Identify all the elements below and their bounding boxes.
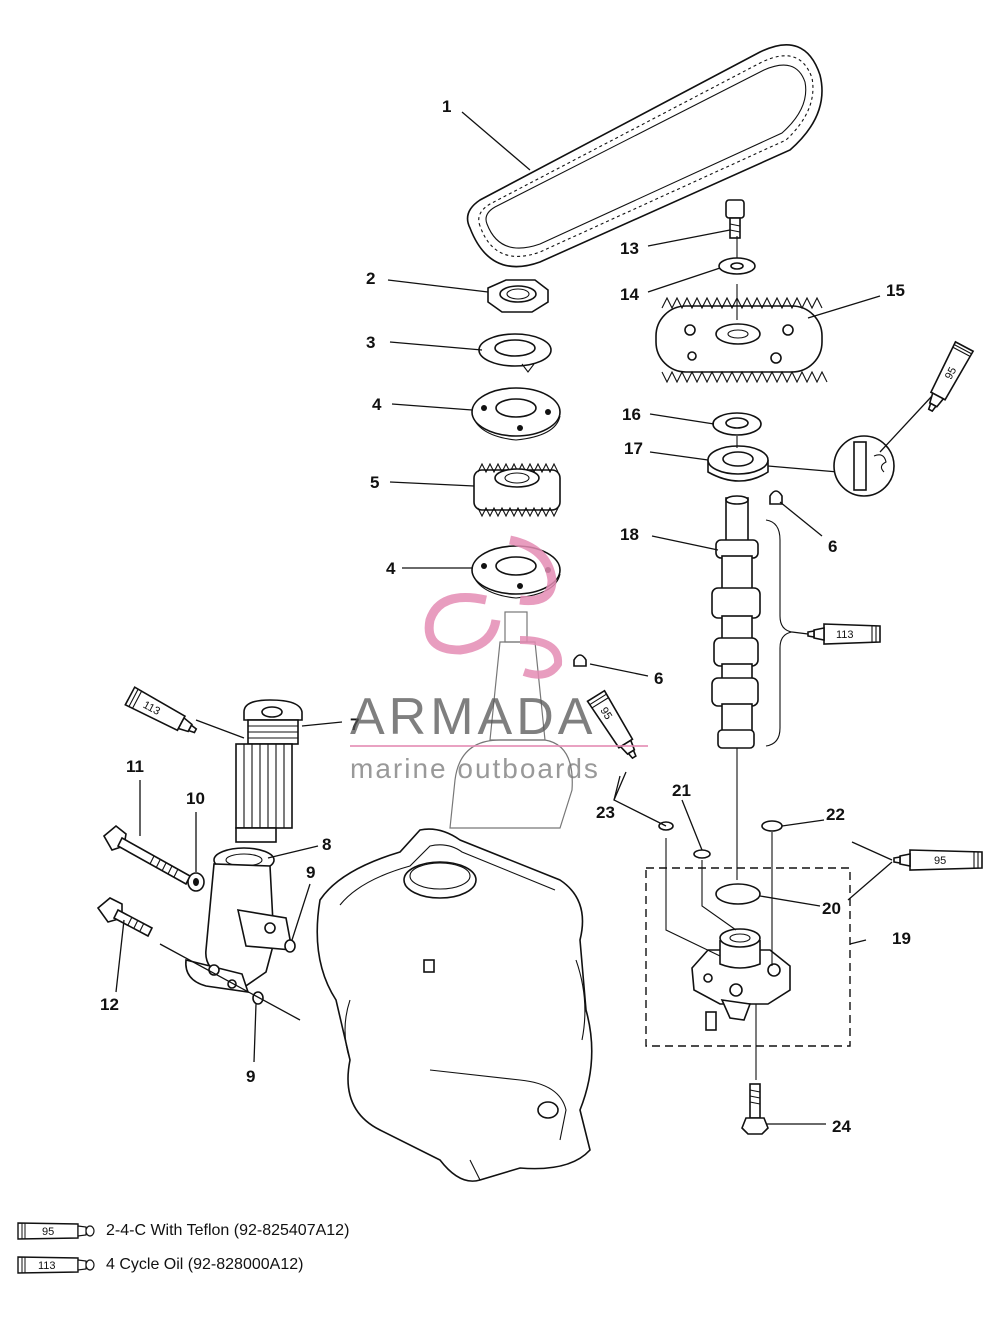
legend-tube-95-icon: 95 (17, 1222, 95, 1240)
lock-washer (478, 333, 552, 373)
lead-tube-95-right (847, 841, 893, 901)
o-ring-21 (693, 849, 711, 859)
sealant-legend: 95 2-4-C With Teflon (92-825407A12) 113 … (16, 1214, 516, 1282)
label-part-15: 15 (886, 281, 905, 300)
label-part-1: 1 (442, 97, 451, 116)
label-part-9-upper: 9 (306, 863, 315, 882)
label-part-2: 2 (366, 269, 375, 288)
label-part-20: 20 (822, 899, 841, 918)
oil-filter (235, 699, 303, 843)
label-part-23: 23 (596, 803, 615, 822)
legend-code-113: 113 (38, 1260, 56, 1272)
tube-95-mid-label: 95 (597, 705, 614, 722)
label-part-4-upper: 4 (372, 395, 382, 414)
armada-logo-mark (424, 535, 563, 679)
legend-tube-113-icon: 113 (17, 1256, 95, 1274)
oil-filter-adaptor (185, 847, 293, 993)
label-part-9-lower: 9 (246, 1067, 255, 1086)
tube-95-right-label: 95 (934, 855, 946, 867)
lead-tube-113-left (195, 719, 245, 739)
label-part-8: 8 (322, 835, 331, 854)
flywheel-nut (487, 279, 549, 313)
camshaft-thrust-washer (712, 412, 762, 436)
label-part-11: 11 (126, 757, 144, 776)
legend-code-95: 95 (42, 1226, 54, 1238)
camshaft-pulley (655, 296, 828, 384)
oil-pump-body (665, 832, 791, 1080)
label-part-17: 17 (624, 439, 643, 458)
label-part-14: 14 (620, 285, 639, 304)
o-ring-upper (284, 939, 296, 953)
tube-113-mid-label: 113 (836, 629, 854, 641)
crankcase-housing (316, 828, 593, 1182)
oil-pump-group-box (645, 867, 851, 1047)
label-part-21: 21 (672, 781, 691, 800)
filter-washer (187, 872, 205, 892)
label-part-12: 12 (100, 995, 119, 1014)
label-part-6-upper: 6 (828, 537, 837, 556)
filter-bolt-long (102, 824, 192, 886)
sealant-tube-95-right: 95 (893, 849, 983, 871)
camshaft-brace (765, 519, 793, 747)
label-part-24: 24 (832, 1117, 851, 1136)
watermark-tagline: marine outboards (350, 753, 600, 784)
label-part-4-lower: 4 (386, 559, 396, 578)
legend-row-113: 113 4 Cycle Oil (92-828000A12) (16, 1248, 516, 1282)
sealant-tube-95-top: 95 (927, 340, 975, 413)
label-part-7: 7 (350, 715, 359, 734)
label-part-22: 22 (826, 805, 845, 824)
sealant-tube-113-left: 113 (124, 686, 198, 734)
tube-95-top-label: 95 (943, 365, 959, 381)
camshaft-washer (718, 257, 756, 275)
label-part-6-lower: 6 (654, 669, 663, 688)
legend-text-113: 4 Cycle Oil (92-828000A12) (106, 1256, 304, 1273)
watermark-brand: ARMADA (350, 688, 596, 746)
label-part-5: 5 (370, 473, 379, 492)
filter-bolt-short (96, 897, 154, 938)
pulley-plate-upper (471, 387, 561, 441)
o-ring-22 (761, 820, 783, 832)
woodruff-key-lower (573, 654, 587, 667)
legend-row-95: 95 2-4-C With Teflon (92-825407A12) (16, 1214, 516, 1248)
part-labels: 1 2 3 4 5 4 6 13 14 15 16 17 6 18 7 8 9 … (100, 97, 911, 1136)
leader-lines (115, 111, 881, 1125)
seal-detail-callout (767, 435, 895, 497)
label-part-3: 3 (366, 333, 375, 352)
sealant-tube-95-mid: 95 (586, 689, 637, 760)
legend-text-95: 2-4-C With Teflon (92-825407A12) (106, 1222, 350, 1239)
oil-pump-o-ring (715, 883, 761, 905)
oil-pump-bolt (741, 1083, 769, 1135)
camshaft-oil-seal (707, 445, 769, 482)
armada-watermark: ARMADA marine outboards (350, 535, 648, 784)
label-part-18: 18 (620, 525, 639, 544)
o-ring-lower (252, 991, 264, 1005)
label-part-13: 13 (620, 239, 639, 258)
label-part-19: 19 (892, 929, 911, 948)
timing-belt (466, 44, 823, 268)
camshaft (711, 236, 761, 880)
sealant-tube-113-mid: 113 (807, 623, 881, 645)
label-part-16: 16 (622, 405, 641, 424)
lead-tube-95-mid (613, 771, 667, 827)
woodruff-key-upper (769, 490, 783, 505)
camshaft-bolt (725, 199, 745, 239)
lead-tube-95-top (879, 395, 933, 453)
label-part-10: 10 (186, 789, 205, 808)
lead-tube-113-mid (791, 631, 809, 635)
crankshaft-gear (473, 462, 561, 518)
